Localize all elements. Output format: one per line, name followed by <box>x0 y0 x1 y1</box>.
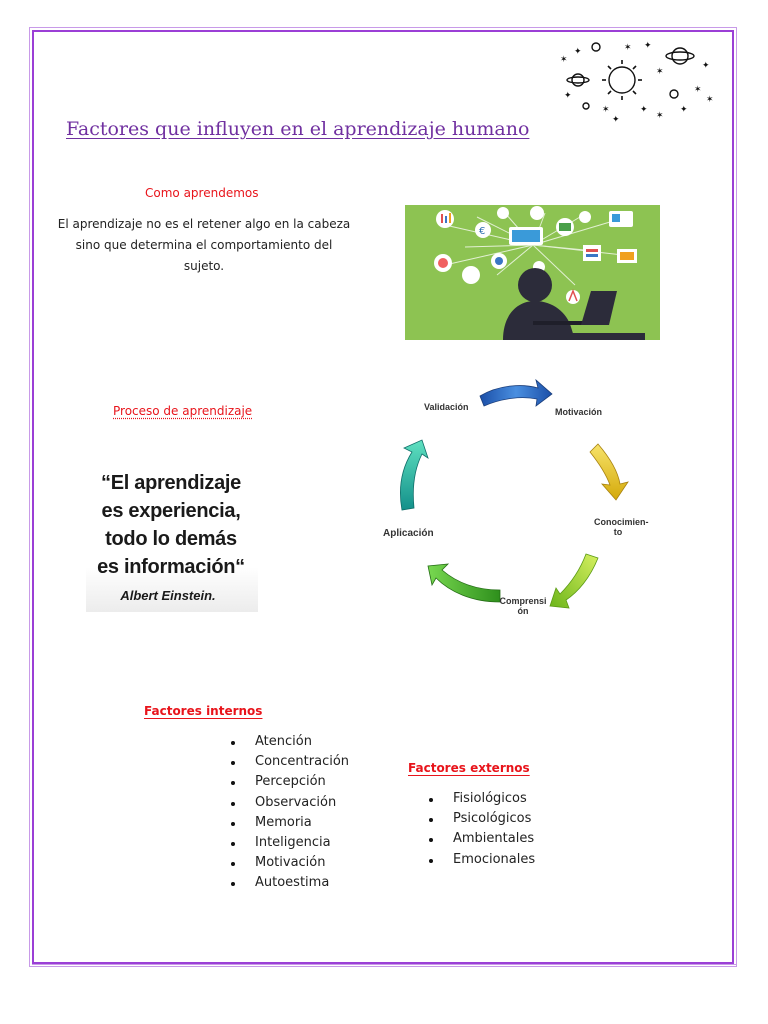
internal-factors-list: Atención Concentración Percepción Observ… <box>229 732 349 894</box>
learning-cycle-diagram: Validación Motivación Conocimien-to Comp… <box>372 370 652 630</box>
quote-line-1: “El aprendizaje <box>101 472 241 494</box>
quote-line-2: es experiencia, <box>101 500 241 522</box>
cycle-label-motivacion: Motivación <box>555 407 603 417</box>
svg-text:✶: ✶ <box>560 55 568 65</box>
page-bottom-rule <box>32 964 736 965</box>
list-item: Memoria <box>229 813 349 833</box>
einstein-quote-image: “El aprendizaje es experiencia, todo lo … <box>86 462 258 612</box>
proceso-aprendizaje-heading: Proceso de aprendizaje <box>113 404 253 418</box>
list-item: Emocionales <box>427 850 535 870</box>
factores-internos-heading: Factores internos <box>144 704 263 718</box>
list-item: Ambientales <box>427 829 535 849</box>
list-item: Inteligencia <box>229 833 349 853</box>
svg-text:✶: ✶ <box>624 43 632 53</box>
quote-line-3: todo lo demás <box>105 528 237 550</box>
svg-text:€: € <box>479 226 485 237</box>
list-item: Psicológicos <box>427 809 535 829</box>
quote-line-4: es información“ <box>97 556 245 578</box>
list-item: Percepción <box>229 772 349 792</box>
svg-text:✦: ✦ <box>702 61 710 71</box>
cycle-arrows <box>400 378 629 609</box>
svg-text:✶: ✶ <box>656 67 664 77</box>
list-item: Autoestima <box>229 873 349 893</box>
quote-author: Albert Einstein. <box>120 588 216 603</box>
cycle-label-conocimiento: Conocimien-to <box>594 517 649 537</box>
list-item: Concentración <box>229 752 349 772</box>
intro-paragraph: El aprendizaje no es el retener algo en … <box>57 217 351 273</box>
page-border <box>29 27 737 967</box>
svg-text:✦: ✦ <box>574 47 582 57</box>
list-item: Observación <box>229 793 349 813</box>
list-item: Atención <box>229 732 349 752</box>
svg-text:✦: ✦ <box>612 115 620 124</box>
svg-text:✶: ✶ <box>706 95 714 105</box>
cycle-label-validacion: Validación <box>424 402 469 412</box>
document-title: Factores que influyen en el aprendizaje … <box>66 118 530 140</box>
person-laptop-illustration-icon: € <box>405 205 660 340</box>
svg-text:✦: ✦ <box>564 91 572 101</box>
list-item: Motivación <box>229 853 349 873</box>
list-item: Fisiológicos <box>427 789 535 809</box>
sun-planets-decoration-icon: ✶✦✶ ✦✶✦ ✶✦✶ ✦✶✦ ✶✦ <box>560 41 714 124</box>
svg-text:✦: ✦ <box>640 105 648 115</box>
factores-externos-heading: Factores externos <box>408 761 530 775</box>
svg-text:✶: ✶ <box>656 111 664 121</box>
learning-illustration: € <box>405 205 660 340</box>
svg-text:✶: ✶ <box>694 85 702 95</box>
svg-text:✶: ✶ <box>602 105 610 115</box>
svg-text:✦: ✦ <box>680 105 688 115</box>
cycle-label-aplicacion: Aplicación <box>383 528 434 539</box>
external-factors-list: Fisiológicos Psicológicos Ambientales Em… <box>427 789 535 870</box>
como-aprendemos-heading: Como aprendemos <box>145 186 259 200</box>
svg-text:✦: ✦ <box>644 41 652 51</box>
